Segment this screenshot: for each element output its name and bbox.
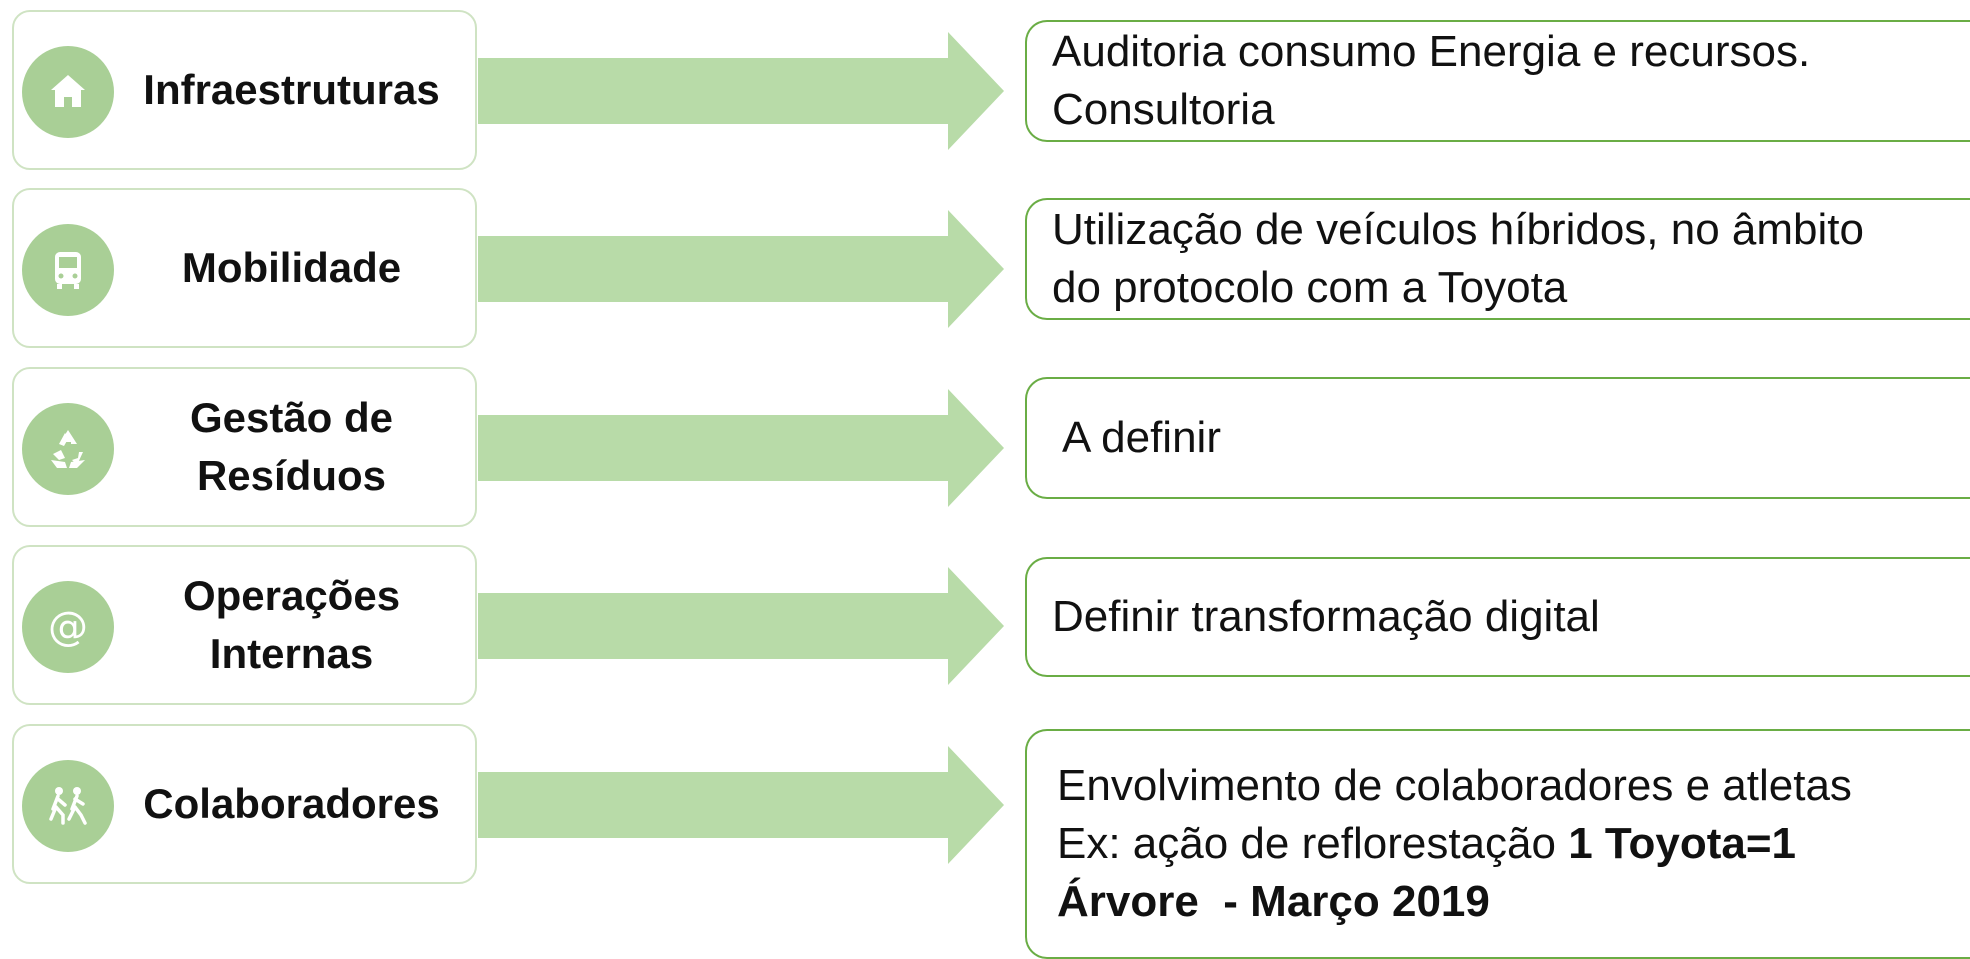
category-label: Operações Internas (182, 572, 401, 677)
arrow (478, 567, 1004, 685)
description-line-2-bold: 1 Toyota=1 (1568, 819, 1797, 868)
house-icon (22, 46, 114, 138)
description-line-3-bold: Árvore - Março 2019 (1057, 877, 1490, 926)
description-line-2: Ex: ação de reflorestação 1 Toyota=1 (1057, 815, 1852, 873)
row-gestao-residuos: Gestão de Resíduos A definir (0, 367, 1970, 537)
description-line-3: Árvore - Março 2019 (1057, 873, 1852, 931)
description-line-1: Envolvimento de colaboradores e atletas (1057, 761, 1852, 810)
arrow (478, 389, 1004, 507)
description-text: A definir (1062, 413, 1221, 462)
category-box-infraestruturas: Infraestruturas (12, 10, 477, 170)
row-infraestruturas: Infraestruturas Auditoria consumo Energi… (0, 10, 1970, 180)
svg-text:@: @ (48, 604, 88, 650)
category-box-colaboradores: Colaboradores (12, 724, 477, 884)
category-box-operacoes-internas: @ Operações Internas (12, 545, 477, 705)
arrow (478, 746, 1004, 864)
description-box-mobilidade: Utilização de veículos híbridos, no âmbi… (1025, 198, 1970, 320)
row-mobilidade: Mobilidade Utilização de veículos híbrid… (0, 188, 1970, 358)
category-box-gestao-residuos: Gestão de Resíduos (12, 367, 477, 527)
row-colaboradores: Colaboradores Envolvimento de colaborado… (0, 724, 1970, 959)
category-label: Gestão de Resíduos (189, 394, 394, 499)
description-box-colaboradores: Envolvimento de colaboradores e atletas … (1025, 729, 1970, 959)
at-icon: @ (22, 581, 114, 673)
description-text: Definir transformação digital (1052, 592, 1600, 641)
category-box-mobilidade: Mobilidade (12, 188, 477, 348)
arrow (478, 210, 1004, 328)
bus-icon (22, 224, 114, 316)
description-text: Utilização de veículos híbridos, no âmbi… (1052, 205, 1864, 312)
description-line-2-prefix: Ex: ação de reflorestação (1057, 819, 1569, 868)
category-label: Infraestruturas (143, 66, 440, 113)
arrow (478, 32, 1004, 150)
description-box-infraestruturas: Auditoria consumo Energia e recursos. Co… (1025, 20, 1970, 142)
description-text: Auditoria consumo Energia e recursos. Co… (1052, 27, 1811, 134)
description-box-gestao-residuos: A definir (1025, 377, 1970, 499)
description-text: Envolvimento de colaboradores e atletas … (1057, 757, 1852, 931)
row-operacoes-internas: @ Operações Internas Definir transformaç… (0, 545, 1970, 715)
running-people-icon (22, 760, 114, 852)
category-label: Mobilidade (181, 244, 402, 291)
recycle-icon (22, 403, 114, 495)
description-box-operacoes-internas: Definir transformação digital (1025, 557, 1970, 677)
category-label: Colaboradores (143, 780, 440, 827)
